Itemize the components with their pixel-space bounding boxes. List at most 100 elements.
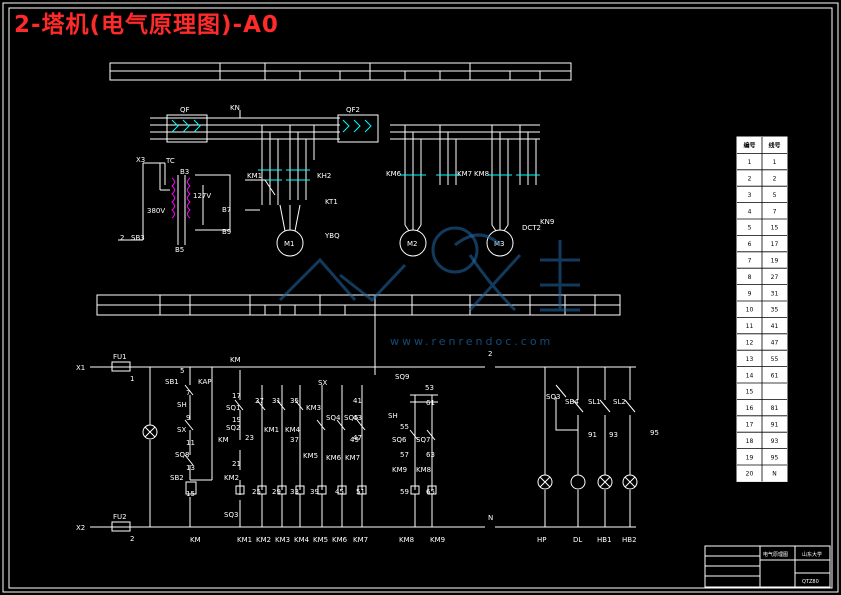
title-block-code: QTZ80 [802,579,819,585]
svg-text:33: 33 [290,488,299,496]
svg-text:35: 35 [290,397,299,405]
wire-table-wire-number: 1 [773,159,777,166]
wire-table-wire-number: N [772,471,777,478]
svg-text:YBQ: YBQ [324,232,340,240]
wire-table-wire-number: 95 [771,454,779,461]
wire-table-index: 9 [748,290,752,297]
wire-table-header: 线号 [768,142,780,150]
svg-text:TC: TC [165,157,175,165]
wire-table-wire-number: 41 [771,323,779,330]
wire-table-wire-number: 61 [771,372,779,379]
wire-table-index: 4 [748,208,752,215]
svg-text:49: 49 [350,436,359,444]
svg-text:5: 5 [180,367,184,375]
wire-table-wire-number: 31 [771,290,779,297]
transformer-circuit: X3 TC 380V 127V B3 B7 B9 B5 SB3 2 KN QF … [118,104,554,254]
svg-text:KM5: KM5 [313,536,328,544]
lamp-circuit: SQ3 SB4 SL1 SL2 91 93 95 HP DL HB1 HB2 [537,367,659,544]
svg-text:SQ2: SQ2 [226,424,240,432]
svg-text:KM: KM [230,356,241,364]
wire-table-index: 11 [746,323,754,330]
svg-text:M1: M1 [284,240,295,248]
wire-table-wire-number: 7 [773,208,777,215]
svg-text:37: 37 [290,436,299,444]
svg-text:KM6: KM6 [326,454,342,462]
wire-table-index: 2 [748,175,752,182]
title-block-school: 山东大学 [802,551,822,558]
svg-text:7: 7 [186,389,190,397]
wire-table-wire-number: 2 [773,175,777,182]
svg-text:KM8: KM8 [399,536,414,544]
svg-text:KM5: KM5 [303,452,318,460]
wire-table-index: 13 [746,356,754,363]
svg-text:M2: M2 [407,240,418,248]
svg-text:SB2: SB2 [170,474,184,482]
wire-table-index: 6 [748,241,752,248]
svg-text:DCT2: DCT2 [522,224,541,232]
wire-table-wire-number: 19 [771,257,779,264]
wire-table-index: 1 [748,159,752,166]
contactor-blocks [258,160,540,225]
svg-text:FU1: FU1 [113,353,127,361]
svg-text:KT1: KT1 [325,198,338,206]
svg-text:SH: SH [177,401,187,409]
svg-text:31: 31 [272,397,281,405]
svg-text:DL: DL [573,536,582,544]
svg-text:SX: SX [318,379,327,387]
svg-text:KH2: KH2 [317,172,331,180]
svg-text:B7: B7 [222,206,231,214]
wire-table-index: 17 [746,421,754,428]
svg-text:SQ8: SQ8 [175,451,189,459]
svg-text:HB2: HB2 [622,536,637,544]
wire-table-wire-number: 35 [771,307,779,314]
svg-text:59: 59 [400,488,409,496]
svg-text:15: 15 [186,490,195,498]
svg-text:KM7: KM7 [345,454,360,462]
svg-text:23: 23 [245,434,254,442]
svg-text:SQ4: SQ4 [326,414,341,422]
svg-text:KM7: KM7 [457,170,472,178]
svg-text:47: 47 [353,434,362,442]
svg-text:FU2: FU2 [113,513,127,521]
svg-text:29: 29 [272,488,281,496]
svg-text:SL2: SL2 [613,398,626,406]
svg-text:KM3: KM3 [306,404,321,412]
main-circuit-header-table [109,62,572,81]
svg-text:43: 43 [353,414,362,422]
watermark: www.renrendoc.com [278,226,580,348]
wire-table-index: 18 [746,438,754,445]
svg-text:65: 65 [426,488,435,496]
svg-text:93: 93 [609,431,618,439]
motors: M1 M2 M3 [276,204,514,257]
title-block: 电气原理图 山东大学 QTZ80 [704,545,831,588]
svg-text:95: 95 [650,429,659,437]
wire-table-index: 14 [746,372,754,379]
svg-text:KM8: KM8 [416,466,431,474]
control-circuit-header-table [96,294,621,375]
svg-text:KM2: KM2 [224,474,239,482]
svg-text:KM1: KM1 [237,536,252,544]
wire-table-wire-number: 81 [771,405,779,412]
svg-text:HB1: HB1 [597,536,612,544]
wire-table-index: 20 [746,471,754,478]
svg-text:19: 19 [232,416,241,424]
svg-text:KM7: KM7 [353,536,368,544]
svg-text:61: 61 [426,399,435,407]
wire-table-index: 12 [746,339,754,346]
svg-text:KM6: KM6 [332,536,348,544]
svg-text:2: 2 [130,535,134,543]
svg-text:SH: SH [388,412,398,420]
svg-text:SQ6: SQ6 [392,436,407,444]
wire-table-header: 编号 [743,142,755,150]
svg-text:KM4: KM4 [294,536,310,544]
svg-text:1: 1 [130,375,134,383]
svg-text:SQ7: SQ7 [416,436,430,444]
svg-text:KM1: KM1 [247,172,262,180]
wire-table-index: 15 [746,389,754,396]
wire-table-index: 19 [746,454,754,461]
wire-table-wire-number: 55 [771,356,779,363]
wire-table-index: 16 [746,405,754,412]
svg-text:51: 51 [356,488,365,496]
